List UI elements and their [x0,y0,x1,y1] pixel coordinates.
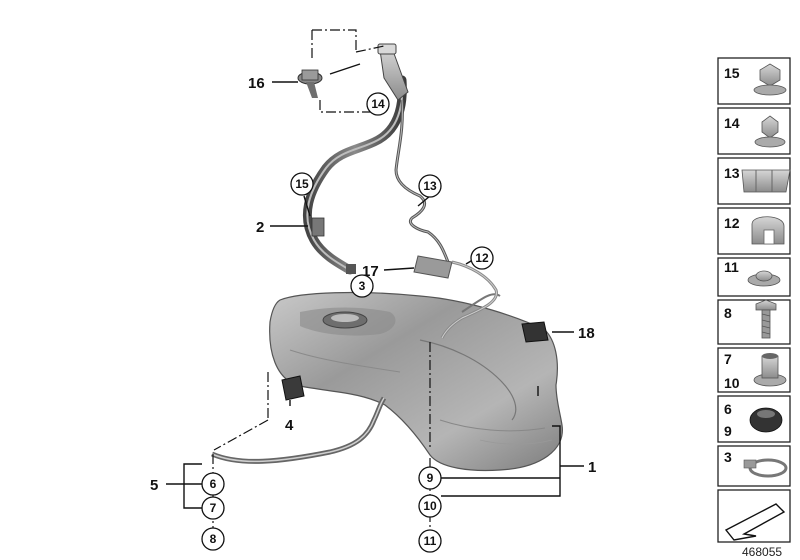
callout-4: 4 [285,417,294,434]
svg-text:9: 9 [724,423,732,439]
svg-text:10: 10 [724,375,740,391]
callout-circle-14: 14 [366,92,390,116]
svg-text:14: 14 [724,115,740,131]
callout-circle-3: 3 [350,274,374,298]
callout-18: 18 [578,325,595,342]
svg-text:3: 3 [724,449,732,465]
svg-text:6: 6 [724,401,732,417]
svg-text:8: 8 [724,305,732,321]
svg-text:9: 9 [427,471,434,485]
panel-item-7-10: 7 10 [717,347,791,393]
fuel-tank [269,291,563,472]
callout-circle-12: 12 [470,246,494,270]
panel-orientation-arrow [717,489,791,543]
svg-text:12: 12 [475,251,489,265]
panel-item-14: 14 [717,107,791,155]
filler-neck-assembly [297,43,450,275]
callout-circle-10: 10 [418,494,442,518]
pad-18 [521,321,549,343]
diagram-number: 468055 [742,545,782,559]
panel-item-11: 11 [717,257,791,297]
callout-circle-8: 8 [201,527,225,551]
callout-16: 16 [248,75,265,92]
svg-text:12: 12 [724,215,740,231]
svg-text:14: 14 [371,97,385,111]
svg-text:6: 6 [210,477,217,491]
panel-item-6-9: 6 9 [717,395,791,443]
svg-text:10: 10 [423,499,437,513]
svg-text:3: 3 [359,279,366,293]
callout-5: 5 [150,477,158,494]
small-parts-panel: 15 14 13 12 11 [717,57,791,543]
callout-circle-13: 13 [418,174,442,198]
panel-item-15: 15 [717,57,791,105]
svg-text:8: 8 [210,532,217,546]
callout-circle-15: 15 [290,172,314,196]
callout-circle-9: 9 [418,466,442,490]
callout-circle-11: 11 [418,529,442,553]
callout-circle-6: 6 [201,472,225,496]
svg-text:11: 11 [424,534,437,548]
valve-16 [297,69,323,98]
panel-item-8: 8 [717,299,791,345]
svg-text:11: 11 [724,259,739,275]
callout-circle-7: 7 [201,496,225,520]
panel-item-12: 12 [717,207,791,255]
svg-text:7: 7 [210,501,217,515]
panel-item-3: 3 [717,445,791,487]
pad-4 [281,375,305,401]
svg-text:13: 13 [423,179,437,193]
tank-strap [211,396,387,464]
svg-text:13: 13 [724,165,740,181]
svg-text:15: 15 [724,65,740,81]
panel-item-13: 13 [717,157,791,205]
svg-text:7: 7 [724,351,732,367]
callout-2: 2 [256,219,264,236]
callout-1: 1 [588,459,596,476]
svg-text:15: 15 [295,177,309,191]
pad-17 [413,255,453,279]
